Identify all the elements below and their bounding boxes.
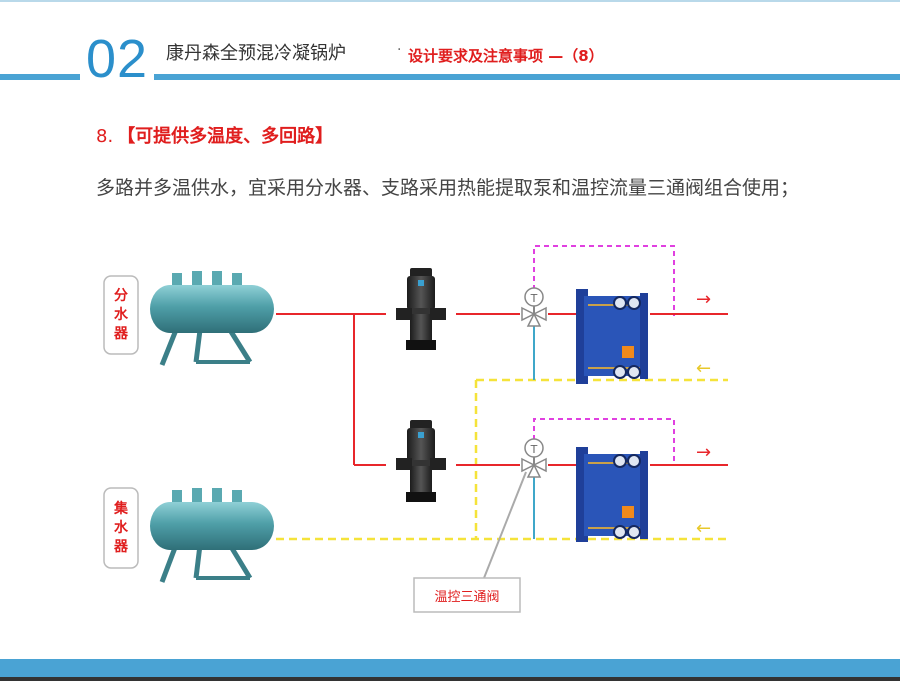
return-label-box: 集 水 器 (103, 487, 139, 569)
callout-box (413, 577, 521, 613)
control-line (533, 245, 675, 465)
callout-leader (483, 471, 527, 579)
page-title: 康丹森全预混冷凝锅炉 (166, 42, 350, 66)
supply-label-char-3: 器 (113, 326, 129, 342)
supply-pipe (276, 313, 728, 466)
return-arrow: ← (696, 518, 711, 539)
three-way-valve-icon: T (521, 287, 547, 327)
valve-callout-label: 温控三通阀 (434, 590, 499, 605)
footer-rule (0, 677, 900, 681)
three-way-valve-icon: T (521, 438, 547, 478)
distributor-tank-icon (150, 271, 274, 366)
item-heading-text: 【可提供多温度、多回路】 (117, 126, 334, 147)
return-label-char-1: 集 (113, 500, 129, 517)
footer-bar (0, 659, 900, 681)
supply-arrow: → (696, 289, 711, 310)
header-bar (0, 74, 900, 80)
return-arrow: ← (696, 358, 711, 379)
circulation-pump-icon (396, 420, 446, 502)
svg-text:T: T (530, 292, 538, 305)
circulation-pump-icon (396, 268, 446, 350)
title-separator: · (397, 42, 402, 58)
supply-label-char-1: 分 (114, 288, 128, 304)
item-number: 8. (96, 126, 114, 147)
svg-text:T: T (530, 443, 538, 456)
return-label-char-3: 器 (113, 539, 129, 555)
section-number: 02 (80, 28, 155, 90)
collector-tank-icon (150, 488, 274, 583)
item-heading: 8.【可提供多温度、多回路】 (96, 124, 333, 150)
return-label-char-2: 水 (114, 519, 129, 536)
plate-heat-exchanger-icon (576, 447, 648, 542)
item-description: 多路并多温供水，宜采用分水器、支路采用热能提取泵和温控流量三通阀组合使用； (96, 177, 800, 199)
supply-label-box: 分 水 器 (103, 275, 139, 355)
plate-heat-exchanger-icon (576, 289, 648, 384)
supply-label-char-2: 水 (114, 306, 129, 323)
page-subtitle: 设计要求及注意事项 —（8） (408, 45, 610, 67)
top-rule (0, 0, 900, 2)
supply-arrow: → (696, 442, 711, 463)
return-pipe (276, 378, 728, 541)
